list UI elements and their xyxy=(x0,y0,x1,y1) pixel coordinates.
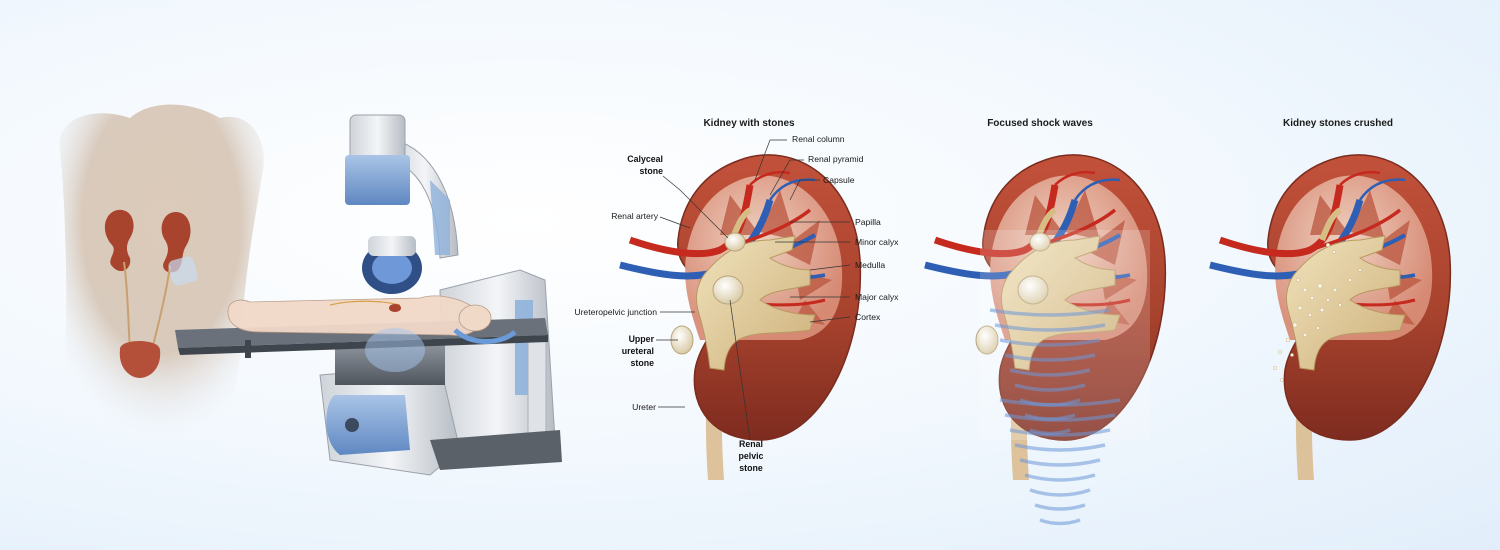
label-papilla: Papilla xyxy=(855,217,881,227)
panel-title-shock: Focused shock waves xyxy=(987,118,1093,129)
svg-text:Cortex: Cortex xyxy=(855,312,881,322)
label-ureteropelvic-junction: Ureteropelvic junction xyxy=(574,307,657,317)
human-torso-illustration xyxy=(59,104,264,440)
svg-text:Papilla: Papilla xyxy=(855,217,881,227)
svg-text:Medulla: Medulla xyxy=(855,260,885,270)
svg-text:Minor calyx: Minor calyx xyxy=(855,237,899,247)
label-medulla: Medulla xyxy=(855,260,885,270)
panel-kidney-with-stones: Kidney with stones Renal column Renal py… xyxy=(574,118,899,480)
svg-text:stone: stone xyxy=(640,166,664,176)
svg-text:Renal artery: Renal artery xyxy=(611,211,659,221)
svg-text:Ureter: Ureter xyxy=(632,402,656,412)
svg-text:Renal column: Renal column xyxy=(792,134,845,144)
panel-focused-shock-waves: Focused shock waves xyxy=(925,118,1165,526)
label-major-calyx: Major calyx xyxy=(855,292,899,302)
label-renal-pelvic-stone: Renal pelvic stone xyxy=(739,439,764,473)
panel-title-crushed: Kidney stones crushed xyxy=(1283,118,1393,129)
svg-text:Renal pyramid: Renal pyramid xyxy=(808,154,864,164)
svg-text:ureteral: ureteral xyxy=(622,346,654,356)
label-ureter: Ureter xyxy=(632,402,656,412)
svg-text:pelvic: pelvic xyxy=(739,451,764,461)
label-minor-calyx: Minor calyx xyxy=(855,237,899,247)
svg-text:Upper: Upper xyxy=(629,334,655,344)
svg-text:Calyceal: Calyceal xyxy=(627,154,663,164)
svg-text:Renal: Renal xyxy=(739,439,763,449)
svg-text:Capsule: Capsule xyxy=(823,175,855,185)
label-calyceal-stone: Calyceal stone xyxy=(627,154,663,176)
stone-fragments xyxy=(1273,242,1362,382)
kidney-illustration xyxy=(1210,155,1450,480)
label-cortex: Cortex xyxy=(855,312,881,322)
lithotripter-machine-illustration xyxy=(175,114,562,476)
label-upper-ureteral-stone: Upper ureteral stone xyxy=(622,334,655,368)
kidney-illustration xyxy=(925,155,1165,480)
label-capsule: Capsule xyxy=(823,175,855,185)
svg-text:stone: stone xyxy=(739,463,763,473)
svg-text:Major calyx: Major calyx xyxy=(855,292,899,302)
kidney-illustration xyxy=(620,155,860,480)
panel-kidney-stones-crushed: Kidney stones crushed xyxy=(1210,118,1450,480)
label-renal-artery: Renal artery xyxy=(611,211,659,221)
label-renal-pyramid: Renal pyramid xyxy=(808,154,864,164)
svg-text:stone: stone xyxy=(631,358,655,368)
svg-text:Ureteropelvic junction: Ureteropelvic junction xyxy=(574,307,657,317)
panel-title-stones: Kidney with stones xyxy=(703,118,795,129)
label-renal-column: Renal column xyxy=(792,134,845,144)
